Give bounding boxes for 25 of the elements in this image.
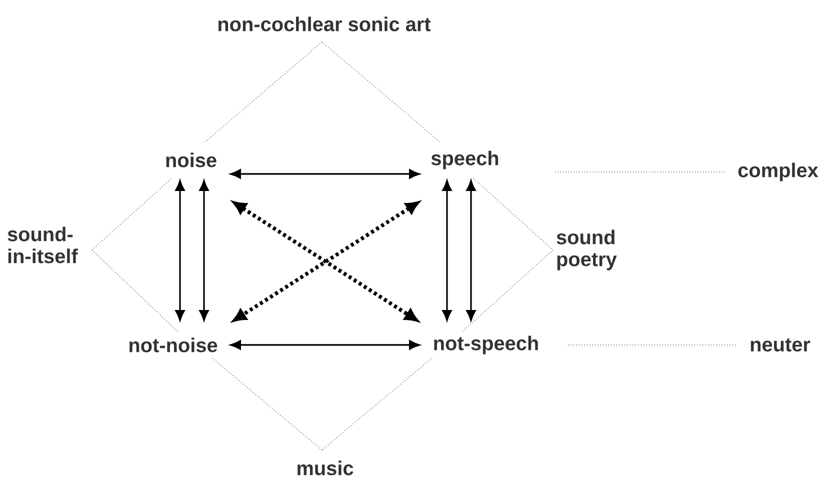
dotted-line [92, 250, 178, 332]
dotted-line [462, 250, 554, 332]
dotted-line [472, 178, 554, 250]
term-label: sound poetry [556, 230, 617, 270]
arrow [230, 169, 420, 179]
term-label: not-noise [130, 338, 218, 352]
term-label: noise [166, 152, 216, 168]
term-label: not-speech [434, 336, 538, 354]
arrow [230, 340, 420, 350]
term-label: sound-in-itself [8, 226, 78, 264]
arrow [442, 180, 452, 321]
dotted-line [204, 42, 322, 142]
term-label: speech [431, 150, 498, 170]
arrow [199, 180, 209, 321]
arrow [175, 180, 185, 321]
arrow [466, 180, 476, 321]
term-label: non-cochlear sonic art [218, 16, 431, 32]
term-label: music [298, 460, 354, 476]
term-label: neuter [750, 338, 810, 352]
term-label: complex [738, 162, 818, 182]
dotted-line [92, 178, 172, 250]
dotted-line [322, 358, 432, 450]
dotted-line [212, 358, 322, 450]
dotted-line [322, 42, 440, 142]
dotted-line [568, 344, 738, 346]
